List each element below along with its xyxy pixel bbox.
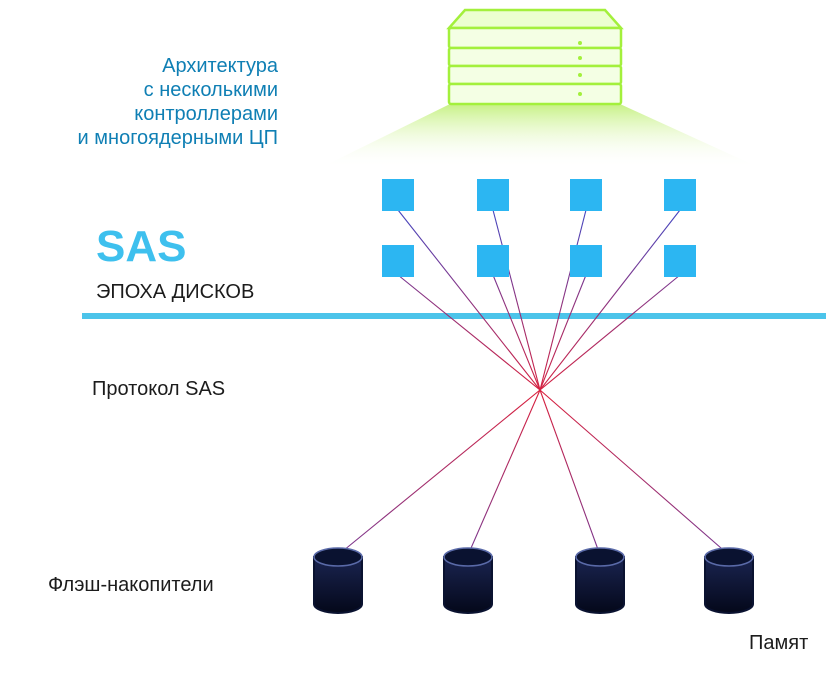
controller-port-square <box>570 245 602 277</box>
memory-label: Памят <box>749 632 809 654</box>
controller-port-square <box>664 245 696 277</box>
wire <box>539 274 587 391</box>
era-label: ЭПОХА ДИСКОВ <box>96 281 255 303</box>
server-light-beam <box>320 104 760 168</box>
wire <box>467 389 541 556</box>
connection-lines <box>337 209 730 556</box>
controller-port-square <box>477 245 509 277</box>
wire <box>337 389 541 556</box>
architecture-line: с несколькими <box>143 79 278 101</box>
architecture-caption: Архитектура с несколькими контроллерами … <box>78 54 278 150</box>
wire <box>539 389 730 556</box>
database-cylinder-icon <box>575 547 625 614</box>
controller-port-square <box>382 245 414 277</box>
database-cylinder-icon <box>443 547 493 614</box>
controller-port-square <box>477 179 509 211</box>
protocol-label: Протокол SAS <box>92 378 226 400</box>
controller-port-square <box>382 179 414 211</box>
architecture-line: и многоядерными ЦП <box>77 127 278 149</box>
flash-label: Флэш-накопители <box>48 574 214 596</box>
database-cylinder-icon <box>313 547 363 614</box>
wire <box>397 274 541 391</box>
wire <box>397 209 541 391</box>
wire <box>539 209 681 391</box>
controller-port-square <box>664 179 696 211</box>
sas-title: SAS <box>96 222 187 271</box>
controller-port-square <box>570 179 602 211</box>
flash-drives <box>313 547 754 614</box>
wire <box>492 209 541 391</box>
database-cylinder-icon <box>704 547 754 614</box>
architecture-line: Архитектура <box>162 55 278 77</box>
controller-ports <box>382 179 696 277</box>
wire <box>492 274 541 391</box>
architecture-line: контроллерами <box>134 103 278 125</box>
wire <box>539 209 587 391</box>
wire <box>539 274 681 391</box>
server-stack-icon <box>446 8 624 106</box>
wire <box>539 389 601 556</box>
